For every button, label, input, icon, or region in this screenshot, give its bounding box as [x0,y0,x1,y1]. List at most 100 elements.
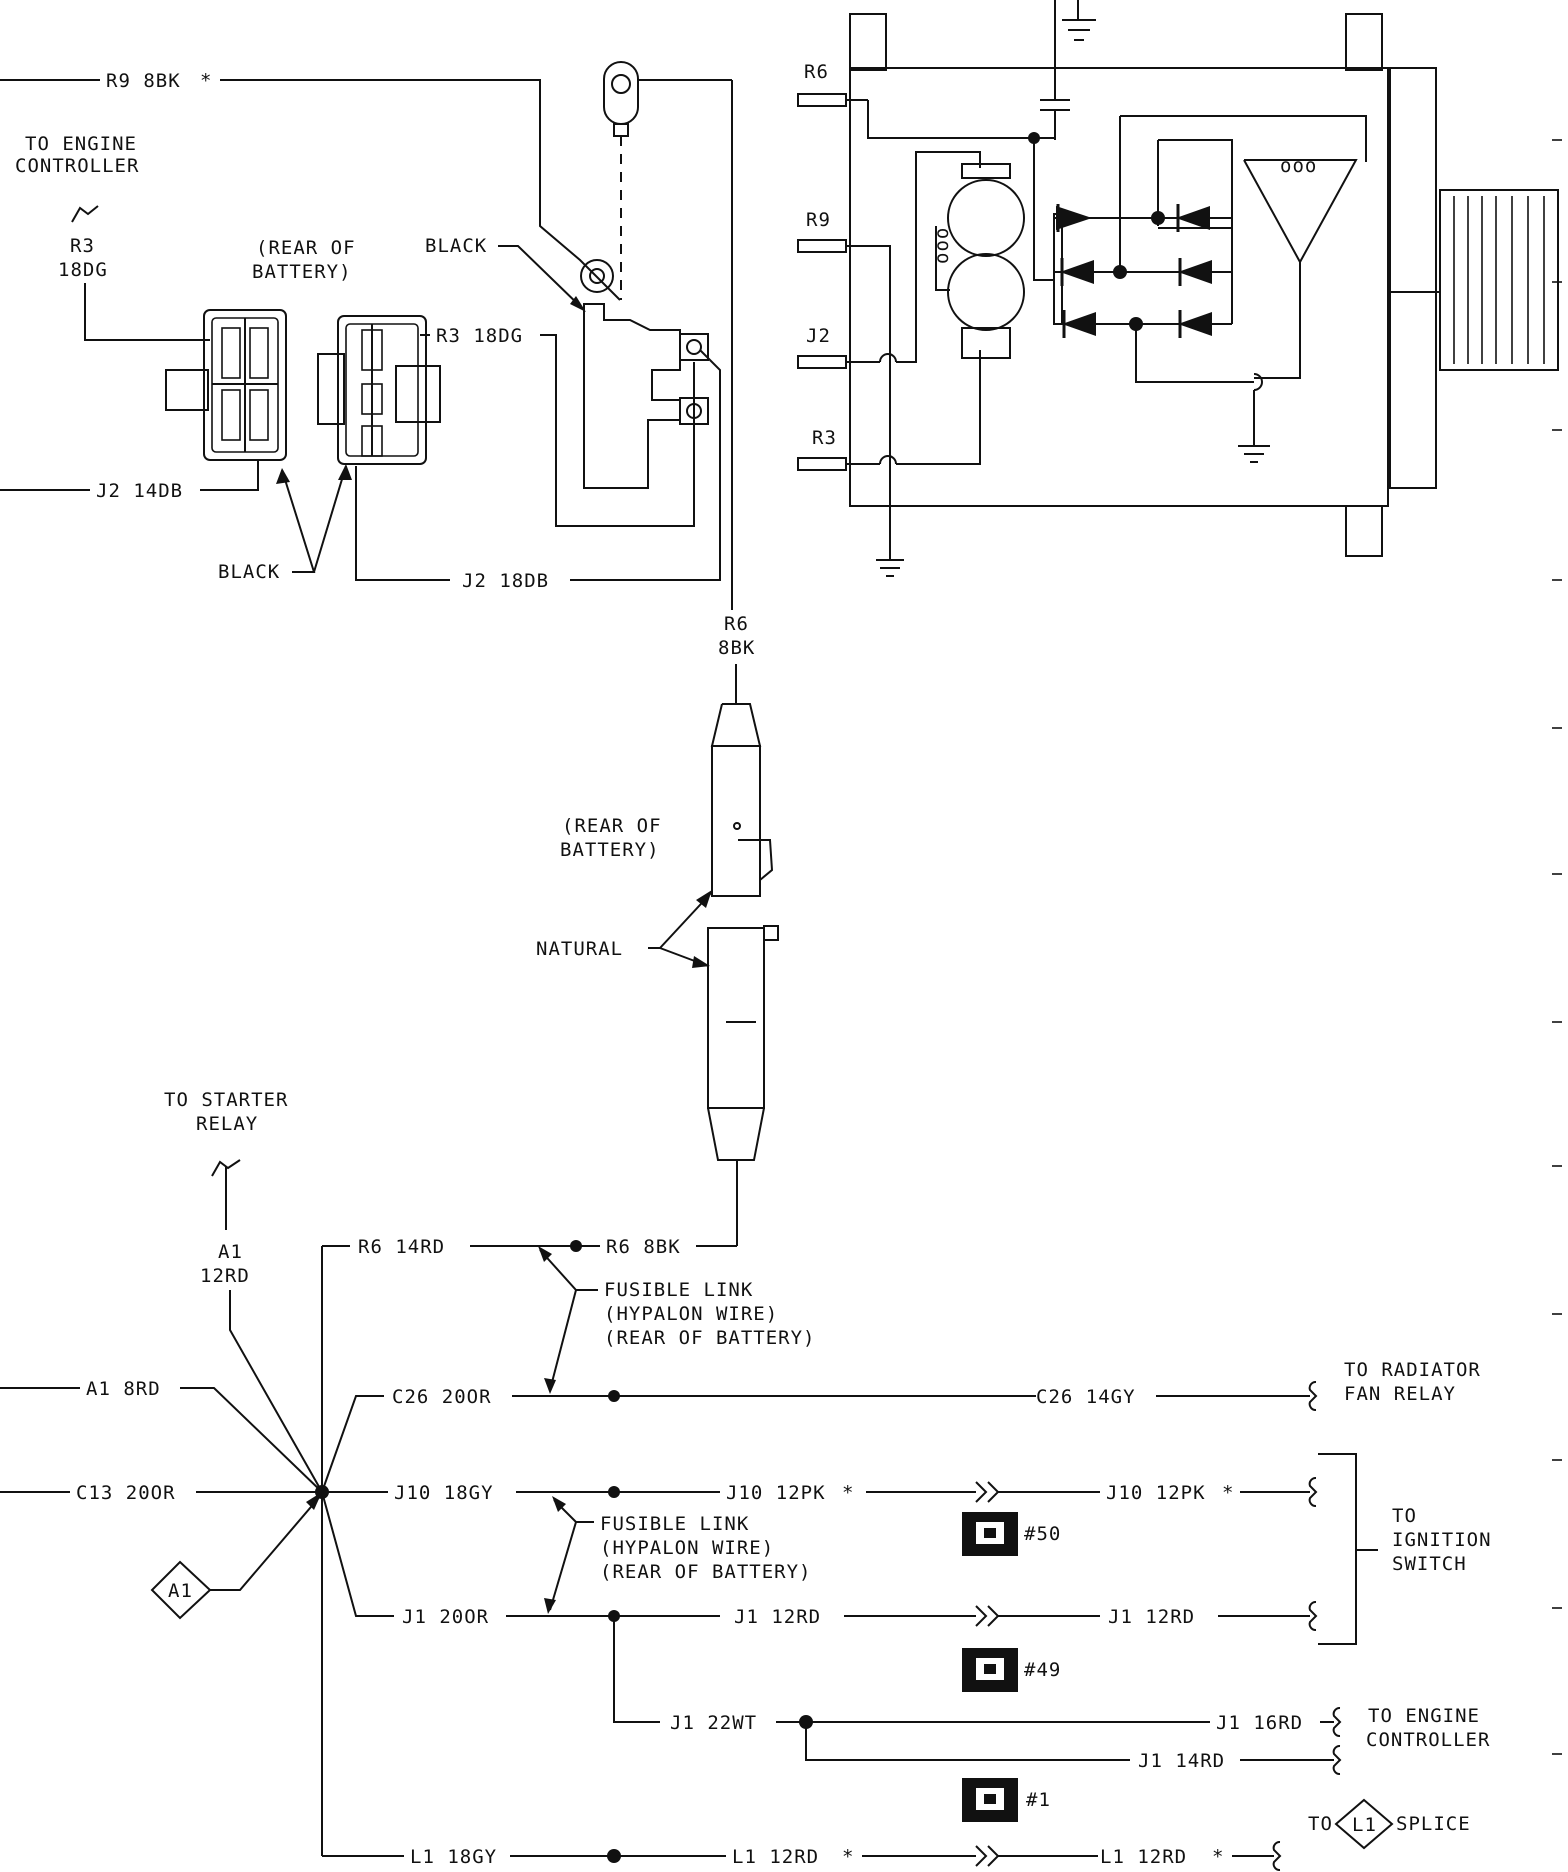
splice-star: * [842,1846,854,1868]
r6-code-label: R6 [724,613,749,635]
r6-gauge-label: 8BK [718,637,755,659]
fusible-link-1b: (HYPALON WIRE) [604,1303,778,1325]
r6-14rd-label: R6 14RD [358,1236,445,1258]
j10-18gy-label: J10 18GY [394,1482,494,1504]
j1-22wt-label: J1 22WT [670,1712,757,1734]
generator-section: R6 R9 J2 R3 ooo [797,0,1559,577]
fusible-link-connector-upper [710,703,774,897]
splice-star: * [200,70,212,92]
to-starter-relay-2: RELAY [196,1113,258,1135]
splice-star: * [1222,1482,1234,1504]
a1-code-label: A1 [218,1241,243,1263]
wire-break-icon [1308,1601,1318,1631]
stator-coil-icon: ooo [1280,155,1317,177]
battery-connector-left [165,309,287,461]
l1-12rd-label-b: L1 12RD [1100,1846,1187,1868]
to-ignition-3: SWITCH [1392,1553,1467,1575]
j1-14rd-label: J1 14RD [1138,1750,1225,1772]
gen-terminal-r6: R6 [804,61,829,83]
wire-break-icon [211,1159,241,1177]
to-engine-controller-label-1: TO ENGINE [25,133,137,155]
splice-star: * [1212,1846,1224,1868]
c26-20or-label: C26 20OR [392,1386,492,1408]
j2-18db-label: J2 18DB [462,570,549,592]
wire-break-icon [1308,1381,1318,1411]
to-radiator-label-1: TO RADIATOR [1344,1359,1481,1381]
inline-connector-icon [975,1481,1000,1503]
rear-of-battery-center-2: BATTERY) [560,839,660,861]
to-engine-ctrl-label-2: CONTROLLER [1366,1729,1490,1751]
fusible-link-2c: (REAR OF BATTERY) [600,1561,811,1583]
l1-diamond-label: L1 [1352,1814,1377,1836]
fusible-link-2a: FUSIBLE LINK [600,1513,749,1535]
battery-post-connector [580,259,709,489]
wire-break-icon [1308,1477,1318,1507]
to-engine-controller-label-2: CONTROLLER [15,155,139,177]
center-section: R6 8BK (REAR OF BATTERY) NATURAL [536,613,779,1246]
diode-bridge: ooo [1053,115,1367,463]
rear-of-battery-label-2: BATTERY) [252,261,352,283]
to-ignition-2: IGNITION [1392,1529,1492,1551]
a1-gauge-label: 12RD [200,1265,250,1287]
c26-14gy-label: C26 14GY [1036,1386,1136,1408]
connector-49-icon [962,1648,1018,1692]
to-starter-relay-1: TO STARTER [164,1089,288,1111]
fusible-link-1c: (REAR OF BATTERY) [604,1327,815,1349]
ring-terminal-icon [603,61,639,300]
r3-gauge-label: 18DG [58,259,108,281]
inline-connector-icon [975,1845,1000,1867]
field-coil-icon: ooo [931,227,953,264]
l1-splice-diamond: L1 [1334,1798,1394,1850]
fusible-link-connector-lower [707,925,779,1161]
c13-20or-label: C13 20OR [76,1482,176,1504]
page-margin-ticks [1552,139,1562,1755]
l1-18gy-label: L1 18GY [410,1846,497,1868]
a1-diamond-label: A1 [168,1580,193,1602]
to-splice-label: TO [1308,1813,1333,1835]
j1-12rd-label-a: J1 12RD [734,1606,821,1628]
rear-of-battery-label-1: (REAR OF [256,237,356,259]
splice-label: SPLICE [1396,1813,1471,1835]
a1-splice-diamond: A1 [150,1560,212,1620]
gen-terminal-r3: R3 [812,427,837,449]
top-left-section: R9 8BK * TO ENGINE CONTROLLER R3 18DG (R… [0,61,733,610]
j1-20or-label: J1 20OR [402,1606,489,1628]
j1-12rd-label-b: J1 12RD [1108,1606,1195,1628]
fusible-link-1a: FUSIBLE LINK [604,1279,753,1301]
r6-8bk-label: R6 8BK [606,1236,681,1258]
connector-1-label: #1 [1026,1789,1051,1811]
to-ignition-1: TO [1392,1505,1417,1527]
bottom-section: TO STARTER RELAY A1 12RD R6 14RD R6 8BK … [0,1089,1492,1871]
r9-wire-label: R9 8BK [106,70,181,92]
splice-star: * [842,1482,854,1504]
j10-12pk-label-a: J10 12PK [726,1482,826,1504]
connector-50-label: #50 [1024,1523,1061,1545]
black-label-bottom: BLACK [218,561,280,583]
j1-16rd-label: J1 16RD [1216,1712,1303,1734]
to-radiator-label-2: FAN RELAY [1344,1383,1456,1405]
rear-of-battery-center-1: (REAR OF [562,815,662,837]
gen-terminal-j2: J2 [806,325,831,347]
a1-8rd-label: A1 8RD [86,1378,161,1400]
natural-label: NATURAL [536,938,623,960]
to-engine-ctrl-label-1: TO ENGINE [1368,1705,1480,1727]
wire-break-icon [71,205,99,223]
r3-18dg-wire-label: R3 18DG [436,325,523,347]
black-label-top: BLACK [425,235,487,257]
pulley-icon [1390,189,1559,371]
wire-break-icon [1332,1745,1342,1775]
gen-terminal-r9: R9 [806,209,831,231]
j2-14db-label: J2 14DB [96,480,183,502]
wire-break-icon [1272,1841,1282,1871]
connector-1-icon [962,1778,1018,1822]
j10-12pk-label-b: J10 12PK [1106,1482,1206,1504]
connector-50-icon [962,1512,1018,1556]
connector-49-label: #49 [1024,1659,1061,1681]
fusible-link-2b: (HYPALON WIRE) [600,1537,774,1559]
l1-12rd-label-a: L1 12RD [732,1846,819,1868]
battery-connector-right [317,315,441,465]
inline-connector-icon [975,1605,1000,1627]
wire-break-icon [1332,1707,1342,1737]
